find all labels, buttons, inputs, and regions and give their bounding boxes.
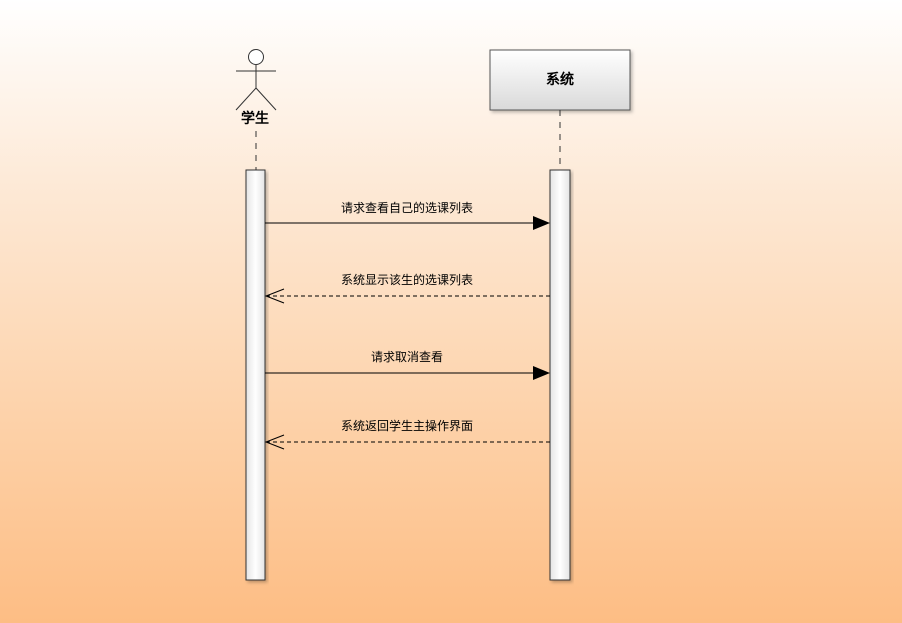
actor-student: 学生: [235, 49, 277, 127]
message-1: 请求查看自己的选课列表: [265, 200, 550, 230]
object-system-box: [489, 49, 631, 111]
actor-right-leg: [255, 87, 277, 111]
object-system: 系统: [489, 49, 631, 111]
message-2-label: 系统显示该生的选课列表: [341, 272, 473, 287]
message-2: 系统显示该生的选课列表: [264, 272, 550, 304]
activation-bar-system: [549, 169, 571, 581]
actor-left-leg: [235, 87, 257, 111]
message-4-arrowhead: [264, 434, 285, 450]
object-system-label: 系统: [546, 71, 574, 88]
activation-bar-student: [245, 169, 266, 581]
message-1-label: 请求查看自己的选课列表: [341, 200, 473, 215]
message-3-arrowhead: [533, 366, 550, 380]
message-1-arrowhead: [533, 216, 550, 230]
message-3: 请求取消查看: [265, 350, 550, 380]
message-3-label: 请求取消查看: [371, 350, 443, 364]
message-4-label: 系统返回学生主操作界面: [341, 418, 473, 433]
message-4: 系统返回学生主操作界面: [264, 418, 550, 450]
actor-student-label: 学生: [241, 110, 269, 127]
message-2-arrowhead: [264, 288, 285, 304]
actor-head: [248, 49, 264, 65]
